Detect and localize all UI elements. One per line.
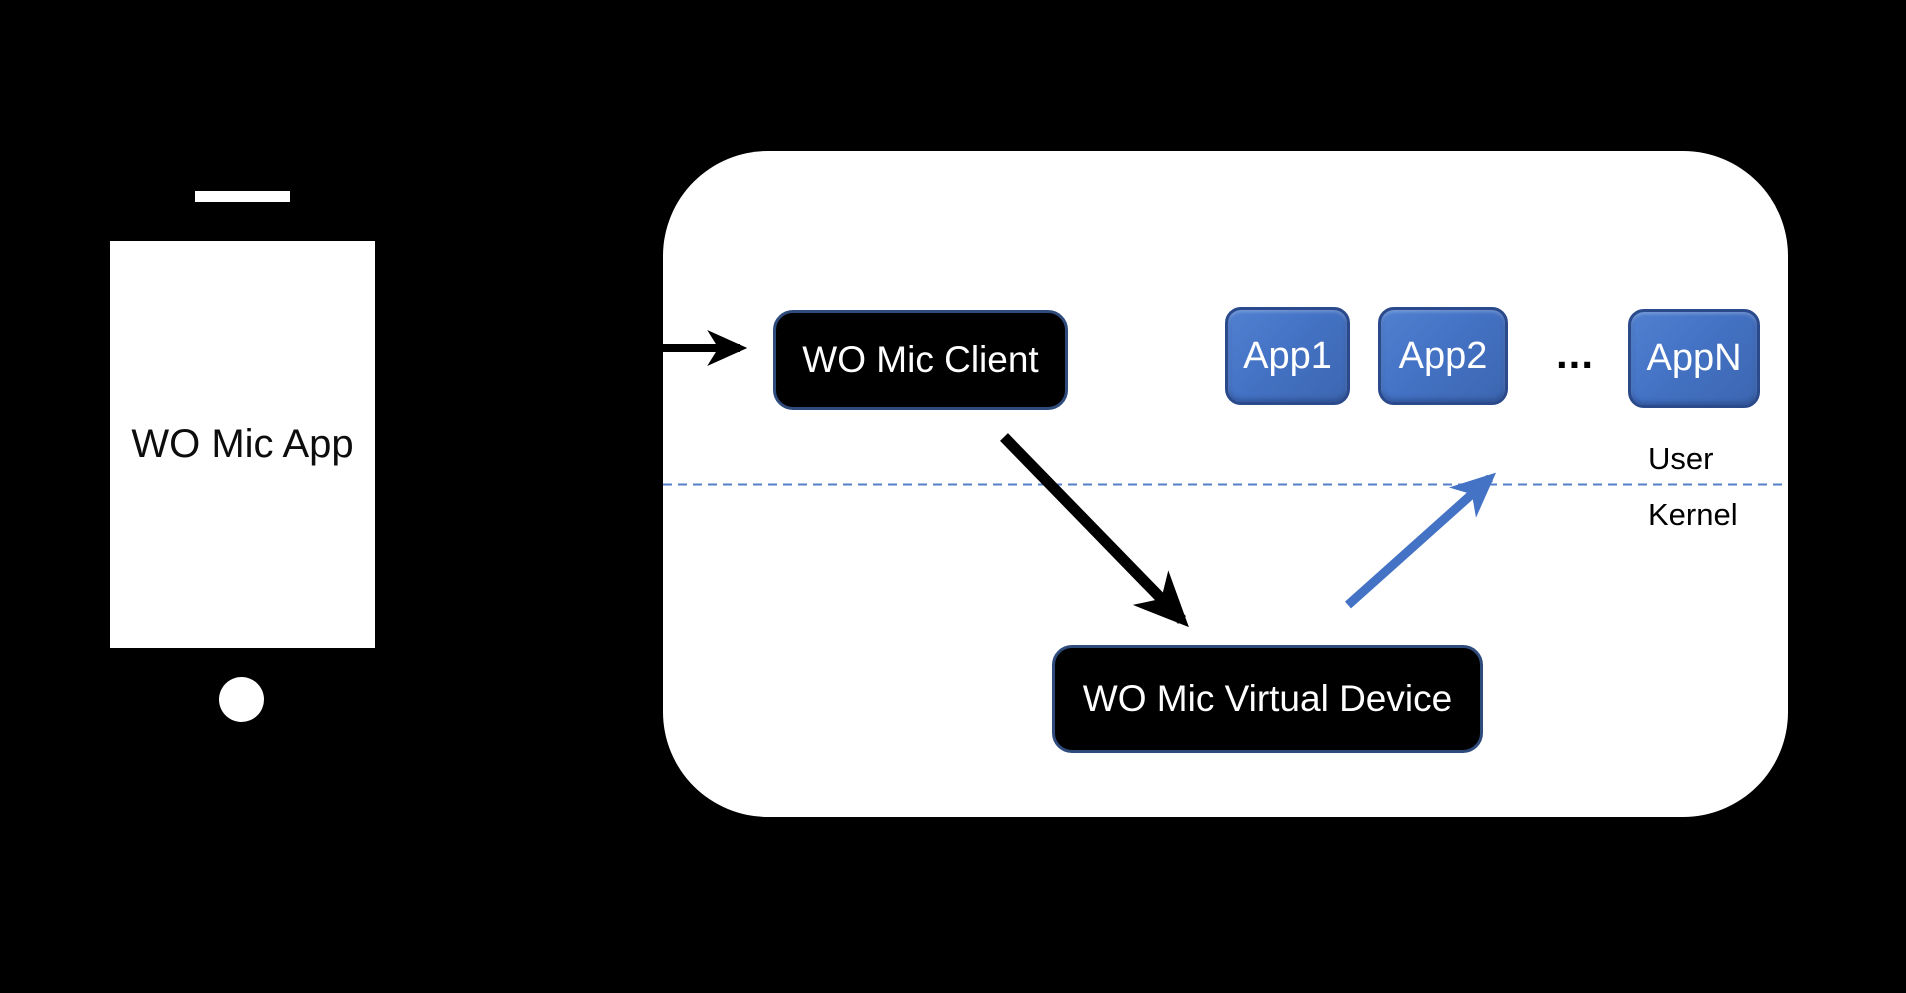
app2-label: App2: [1398, 334, 1488, 377]
kernel-space-label: Kernel: [1648, 497, 1738, 532]
app1-box: App1: [1225, 307, 1350, 405]
app1-label: App1: [1243, 334, 1332, 377]
phone-speaker-icon: [195, 191, 290, 202]
apps-ellipsis: ...: [1555, 330, 1594, 377]
wo-mic-virtual-device-box: WO Mic Virtual Device: [1052, 645, 1483, 753]
appn-label: AppN: [1646, 337, 1742, 379]
appn-box: AppN: [1628, 309, 1760, 408]
phone-screen: WO Mic App: [110, 241, 375, 648]
user-space-label: User: [1648, 441, 1714, 476]
wo-mic-client-box: WO Mic Client: [773, 310, 1068, 410]
wo-mic-virtual-device-label: WO Mic Virtual Device: [1082, 678, 1453, 719]
phone-home-button-icon: [219, 677, 264, 722]
app2-box: App2: [1378, 307, 1508, 405]
wo-mic-client-label: WO Mic Client: [802, 339, 1039, 380]
phone-app-label: WO Mic App: [131, 422, 354, 466]
